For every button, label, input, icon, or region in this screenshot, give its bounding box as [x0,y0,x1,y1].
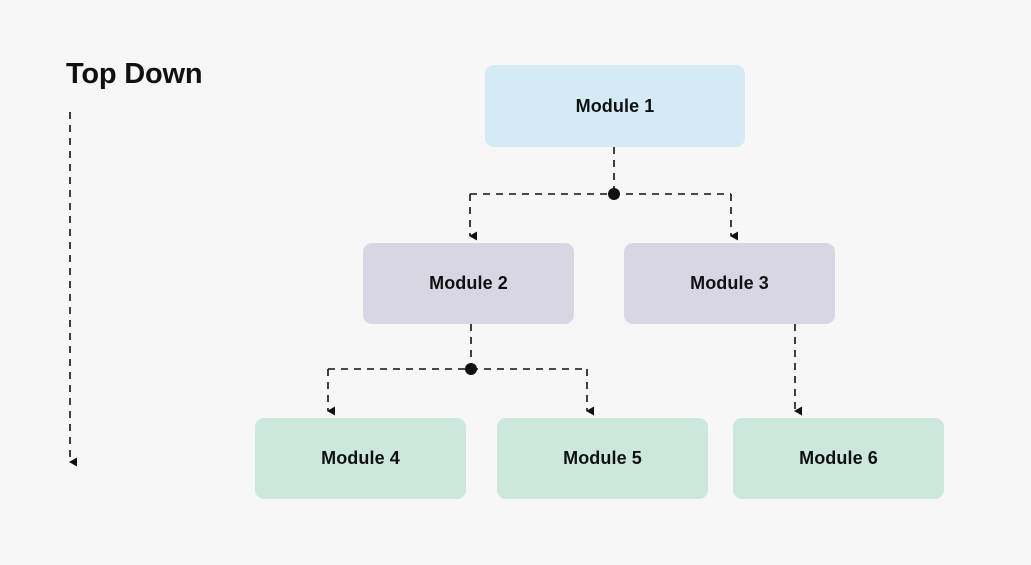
node-module-5[interactable]: Module 5 [497,418,708,499]
node-label-module-3: Module 3 [690,273,769,293]
node-label-module-5: Module 5 [563,448,642,468]
junction-dot-2 [465,363,477,375]
node-label-module-4: Module 4 [321,448,400,468]
node-label-module-6: Module 6 [799,448,878,468]
node-label-module-2: Module 2 [429,273,508,293]
node-module-4[interactable]: Module 4 [255,418,466,499]
node-label-module-1: Module 1 [575,95,655,116]
junction-dot-1 [608,188,620,200]
page-title: Top Down [66,58,203,90]
node-module-2[interactable]: Module 2 [363,243,574,324]
node-module-1[interactable]: Module 1 [485,65,745,147]
node-module-6[interactable]: Module 6 [733,418,944,499]
node-module-3[interactable]: Module 3 [624,243,835,324]
